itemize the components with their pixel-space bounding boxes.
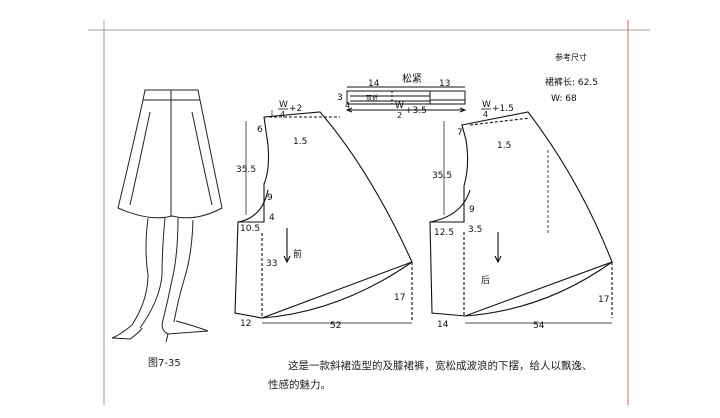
front-label-1-5: 1.5 [293, 137, 307, 147]
back-label-17: 17 [598, 295, 609, 305]
back-label-12-5: 12.5 [434, 228, 454, 238]
back-piece [429, 111, 613, 324]
back-label-54: 54 [533, 321, 545, 331]
waistband-formula-den: 2 [397, 111, 402, 120]
waistband-formula-add: +3.5 [405, 106, 427, 116]
front-label-52: 52 [330, 321, 341, 331]
front-waist-num: W [279, 100, 288, 110]
front-waist-den: 4 [280, 110, 285, 119]
caption-line-1: 这是一款斜裙造型的及膝裙裤，宽松成波浪的下摆，给人以飘逸、 [288, 360, 593, 372]
back-waist-num: W [482, 100, 491, 110]
front-label-6: 6 [257, 125, 263, 135]
back-waist-den: 4 [483, 110, 488, 119]
front-piece [234, 110, 413, 324]
back-label-35-5: 35.5 [432, 171, 452, 181]
waistband-elastic-label: 松紧 [402, 72, 422, 85]
page-frame [88, 20, 650, 405]
reference-title: 参考尺寸 [555, 52, 587, 62]
front-label-33: 33 [266, 259, 277, 269]
back-label-9: 9 [469, 205, 475, 215]
front-label-4: 4 [269, 213, 275, 223]
front-label-17: 17 [394, 293, 405, 303]
back-waist-add: +1.5 [492, 104, 514, 114]
front-label-text: 前 [293, 248, 302, 260]
reference-waist: W: 68 [551, 94, 577, 104]
front-waist-add: +2 [289, 104, 302, 114]
back-label-1-5: 1.5 [497, 141, 511, 151]
caption-line-2: 性感的魅力。 [268, 379, 331, 391]
figure-label: 图7-35 [148, 358, 181, 369]
reference-skirt-length: 裙裤长: 62.5 [545, 76, 598, 88]
back-label-7: 7 [457, 128, 463, 138]
back-label-text: 后 [481, 275, 490, 286]
waistband-formula-num: W [395, 101, 404, 111]
waistband-14-label: 14 [368, 79, 380, 89]
front-label-35-5: 35.5 [236, 165, 256, 175]
skirt-illustration [111, 89, 223, 343]
waistband-4-label: 4 [345, 101, 350, 110]
waistband-3-label: 3 [337, 93, 343, 103]
front-label-12: 12 [240, 319, 251, 329]
waistband-inner-label: 双折 [366, 94, 378, 102]
waistband-piece [345, 86, 467, 113]
waistband-13-label: 13 [439, 79, 450, 89]
back-label-3-5: 3.5 [468, 225, 482, 235]
back-label-14: 14 [437, 320, 449, 330]
front-label-10-5: 10.5 [240, 224, 260, 234]
front-label-9: 9 [267, 193, 273, 203]
